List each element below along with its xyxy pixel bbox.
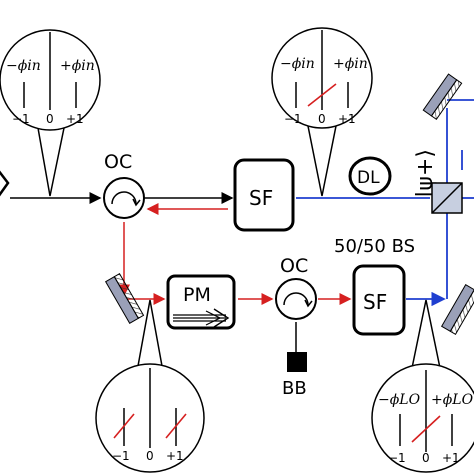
tl-tick-m1: −1 [12,112,30,126]
tr-tick-0: 0 [318,112,326,126]
pm-arrow-icon [173,308,230,328]
callout-cone-bottom-right [411,299,441,369]
br-tick-m1: −1 [388,451,406,465]
tr-plus-label: +ϕin [333,56,368,72]
tl-plus-label: +ϕin [60,58,95,74]
pm-label: PM [183,284,211,306]
spectrum-callout-top-right: −ϕin +ϕin −1 0 +1 [271,27,373,129]
oc-left-label: OC [104,151,132,173]
source-icon [0,170,10,197]
oc-right-label: OC [280,255,308,277]
dl-label: DL [357,168,380,188]
spectrum-callout-bottom-right: −ϕLO +ϕLO −1 0 +1 [371,363,474,473]
callout-cone-top-right [307,125,337,197]
tl-tick-0: 0 [46,112,54,126]
optical-circulator-right [275,278,317,320]
spectrum-callout-top-left: −ϕin +ϕin −1 0 +1 [0,29,101,131]
bl-tick-p1: +1 [166,449,184,463]
bl-tick-m1: −1 [112,449,130,463]
sf-bottom-label: SF [363,290,387,314]
spectrum-callout-bottom-left: −1 0 +1 [95,363,205,473]
tl-minus-label: −ϕin [6,58,41,74]
tr-phase-slope [307,83,337,107]
tr-tick-m1: −1 [284,112,302,126]
bb-label: BB [282,378,307,399]
tr-tick-p1: +1 [338,112,356,126]
br-tick-0: 0 [422,451,430,465]
delay-line [348,156,392,196]
bl-phase-slope-left [113,413,135,439]
tr-minus-label: −ϕin [280,56,315,72]
tl-tick-p1: +1 [66,112,84,126]
bl-phase-slope-right [165,413,187,439]
sf-top-label: SF [249,186,273,210]
callout-cone-top-left [37,127,65,197]
beam-block [287,352,307,372]
optical-circulator-left [103,177,145,219]
bs-label: 50/50 BS [334,236,415,257]
beam-splitter [431,182,463,214]
br-plus-label: +ϕLO [431,392,474,408]
br-minus-label: −ϕLO [378,392,421,408]
mirror-bottom-left [104,273,145,324]
br-phase-slope [411,415,441,443]
spectral-filter-top [233,158,295,232]
mirror-top-right [422,73,463,121]
spectral-filter-bottom [352,264,406,336]
br-tick-p1: +1 [442,451,460,465]
mirror-bottom-right [440,284,474,335]
callout-cone-bottom-left [137,299,163,367]
bl-tick-0: 0 [146,449,154,463]
